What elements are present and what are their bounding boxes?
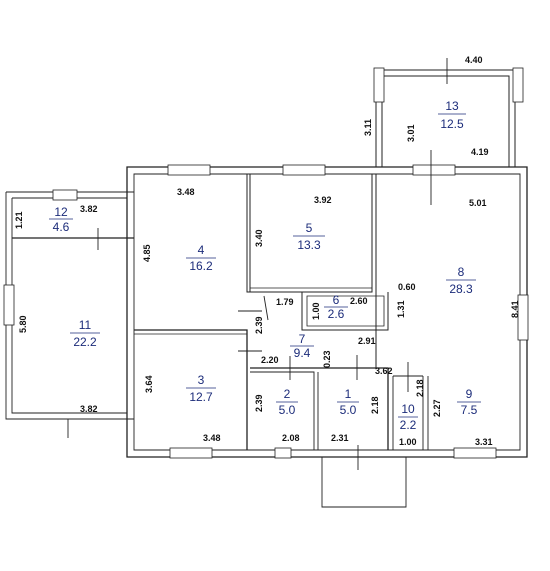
windows [3, 67, 529, 459]
dim-0-23: 0.23 [322, 350, 332, 368]
dim-4-85: 4.85 [142, 244, 152, 262]
dim-2-39-b: 2.39 [254, 394, 264, 412]
room-number-3: 3 [198, 373, 205, 387]
dim-3-48-bottom: 3.48 [203, 433, 221, 443]
room-area-7: 9.4 [294, 346, 311, 360]
dim-3-01: 3.01 [406, 124, 416, 142]
room-number-5: 5 [306, 221, 313, 235]
dim-3-31: 3.31 [475, 437, 493, 447]
dim-2-20: 2.20 [261, 355, 279, 365]
dim-4-19: 4.19 [471, 147, 489, 157]
dim-1-31: 1.31 [396, 300, 406, 318]
dimension-labels: 4.40 3.11 3.01 4.19 3.48 3.92 5.01 1.21 … [14, 55, 520, 447]
room-number-12: 12 [54, 205, 68, 219]
dim-2-18-a: 2.18 [370, 396, 380, 414]
room-area-5: 13.3 [297, 238, 321, 252]
room-area-9: 7.5 [461, 403, 478, 417]
dim-3-62: 3.62 [375, 366, 393, 376]
room-number-4: 4 [198, 243, 205, 257]
marks [67, 58, 448, 470]
dim-1-00-b: 1.00 [399, 437, 417, 447]
room-number-13: 13 [445, 99, 459, 113]
room-area-4: 16.2 [189, 259, 213, 273]
room-number-1: 1 [345, 387, 352, 401]
dim-2-08: 2.08 [282, 433, 300, 443]
dim-1-21: 1.21 [14, 211, 24, 229]
dim-2-60: 2.60 [350, 296, 368, 306]
dim-5-01: 5.01 [469, 198, 487, 208]
dim-3-48-top: 3.48 [177, 187, 195, 197]
dim-0-60: 0.60 [398, 282, 416, 292]
room-number-7: 7 [299, 332, 306, 346]
room-area-11: 22.2 [73, 335, 97, 349]
dim-1-79: 1.79 [276, 297, 294, 307]
room-area-13: 12.5 [440, 117, 464, 131]
room-area-6: 2.6 [328, 307, 345, 321]
room-number-2: 2 [284, 387, 291, 401]
room-area-10: 2.2 [400, 418, 417, 432]
room-area-12: 4.6 [53, 220, 70, 234]
room-area-1: 5.0 [340, 403, 357, 417]
dim-3-64: 3.64 [144, 375, 154, 393]
room-area-2: 5.0 [279, 403, 296, 417]
dim-2-39-a: 2.39 [254, 316, 264, 334]
room-number-9: 9 [466, 387, 473, 401]
dim-1-00-a: 1.00 [311, 302, 321, 320]
room-labels: 13 12.5 12 4.6 4 16.2 5 13.3 8 28.3 6 2.… [49, 99, 481, 432]
room-number-6: 6 [333, 293, 340, 307]
walls [5, 69, 528, 508]
room-area-3: 12.7 [189, 390, 213, 404]
dim-2-31: 2.31 [331, 433, 349, 443]
dim-2-27: 2.27 [432, 399, 442, 417]
room-number-8: 8 [458, 265, 465, 279]
room-area-8: 28.3 [449, 282, 473, 296]
dim-3-40: 3.40 [254, 229, 264, 247]
dim-3-11: 3.11 [363, 119, 373, 136]
dim-3-82-top: 3.82 [80, 204, 98, 214]
dim-3-92: 3.92 [314, 195, 332, 205]
dim-3-82-bottom: 3.82 [80, 404, 98, 414]
dim-8-41: 8.41 [510, 300, 520, 318]
dim-5-80: 5.80 [18, 315, 28, 333]
dim-2-18-b: 2.18 [415, 379, 425, 397]
dim-4-40: 4.40 [465, 55, 483, 65]
room-number-11: 11 [79, 318, 92, 332]
room-number-10: 10 [401, 402, 415, 416]
dim-2-91: 2.91 [358, 336, 376, 346]
